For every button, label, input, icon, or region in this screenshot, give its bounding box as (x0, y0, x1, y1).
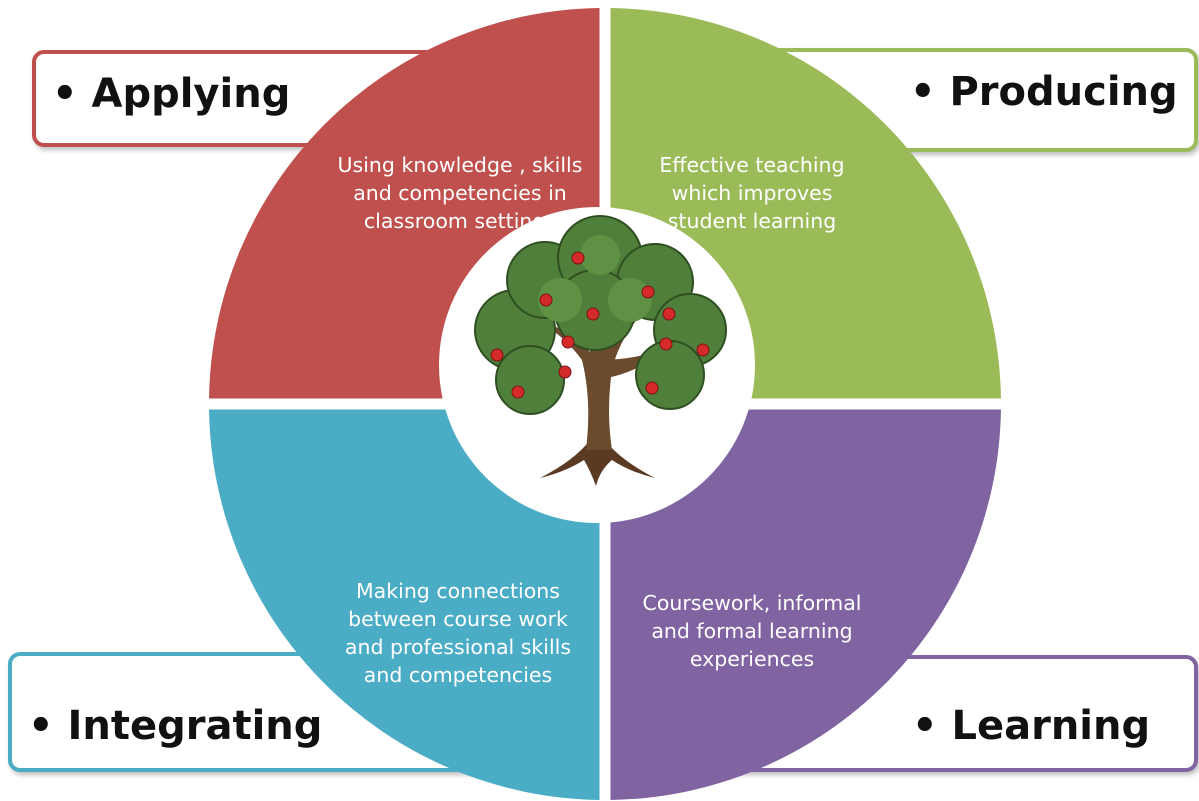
applying-description-line: classroom settings (363, 209, 557, 233)
learning-description: Coursework, informal and formal learning… (622, 589, 882, 673)
applying-description-line: and competencies in (353, 181, 567, 205)
integrating-description-line: Making connections (356, 579, 560, 603)
producing-description-line: student learning (667, 209, 837, 233)
producing-description-line: Effective teaching (659, 153, 845, 177)
apple-tree-icon (474, 215, 727, 486)
learning-label: • Learning (912, 703, 1151, 749)
integrating-description-line: and professional skills (344, 635, 572, 659)
producing-description-line: which improves (671, 181, 833, 205)
integrating-label: • Integrating (28, 703, 323, 749)
integrating-description-line: between course work (348, 607, 568, 631)
learning-description-line: and formal learning (651, 619, 853, 643)
learning-quadrant (610, 409, 1001, 800)
integrating-description: Making connections between course work a… (330, 577, 586, 689)
learning-description-line: experiences (689, 647, 815, 671)
applying-label: • Applying (52, 71, 291, 117)
integrating-quadrant (209, 409, 600, 800)
integrating-description-line: and competencies (363, 663, 553, 687)
producing-label: • Producing (910, 69, 1178, 115)
applying-description-line: Using knowledge , skills (337, 153, 583, 177)
applying-description: Using knowledge , skills and competencie… (330, 151, 590, 235)
learning-description-line: Coursework, informal (642, 591, 862, 615)
producing-description: Effective teaching which improves studen… (622, 151, 882, 235)
